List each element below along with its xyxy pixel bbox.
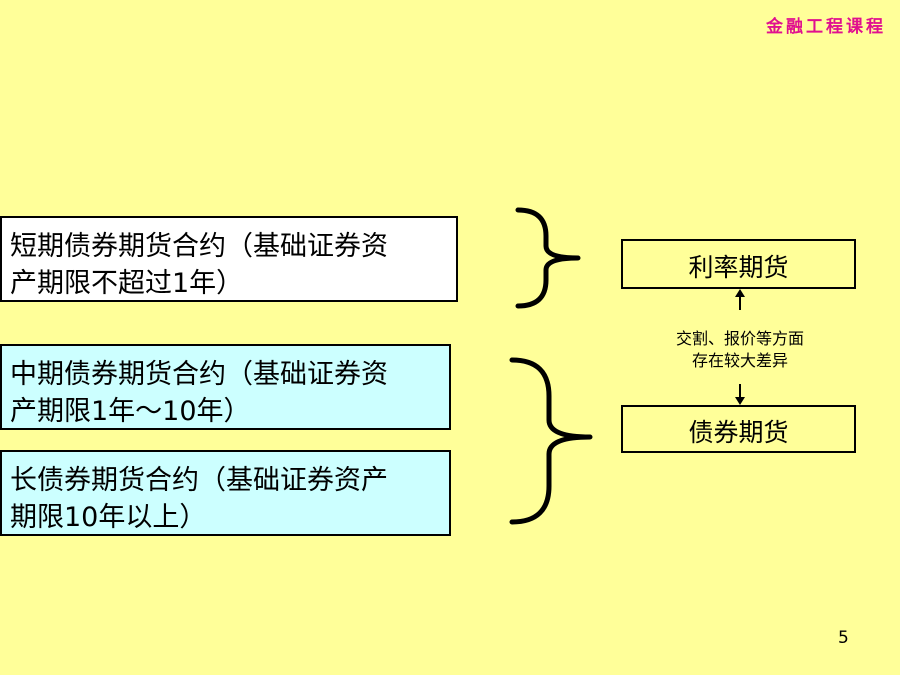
interest-rate-futures-box: 利率期货 bbox=[621, 239, 856, 289]
mid-term-bond-futures-box: 中期债券期货合约（基础证券资 产期限1年～10年） bbox=[0, 344, 451, 430]
short-term-bond-futures-box: 短期债券期货合约（基础证券资 产期限不超过1年） bbox=[0, 216, 458, 302]
long-term-line-2: 期限10年以上） bbox=[10, 502, 207, 533]
mid-term-line-2: 产期限1年～10年） bbox=[10, 396, 251, 427]
mid-term-line-1: 中期债券期货合约（基础证券资 bbox=[10, 359, 388, 390]
course-title: 金融工程课程 bbox=[766, 17, 886, 37]
difference-note-line-2: 存在较大差异 bbox=[691, 351, 788, 370]
page-number: 5 bbox=[838, 628, 849, 648]
difference-note-line-1: 交割、报价等方面 bbox=[675, 329, 804, 348]
bond-futures-box: 债券期货 bbox=[621, 405, 856, 453]
short-term-line-2: 产期限不超过1年） bbox=[10, 268, 244, 299]
short-term-line-1: 短期债券期货合约（基础证券资 bbox=[10, 231, 388, 262]
down-arrow-head bbox=[735, 397, 745, 405]
difference-note: 交割、报价等方面 存在较大差异 bbox=[640, 328, 840, 372]
long-term-bond-futures-box: 长债券期货合约（基础证券资产 期限10年以上） bbox=[0, 450, 451, 536]
lower-brace bbox=[509, 357, 593, 525]
upper-brace bbox=[515, 207, 581, 309]
long-term-line-1: 长债券期货合约（基础证券资产 bbox=[10, 465, 388, 496]
